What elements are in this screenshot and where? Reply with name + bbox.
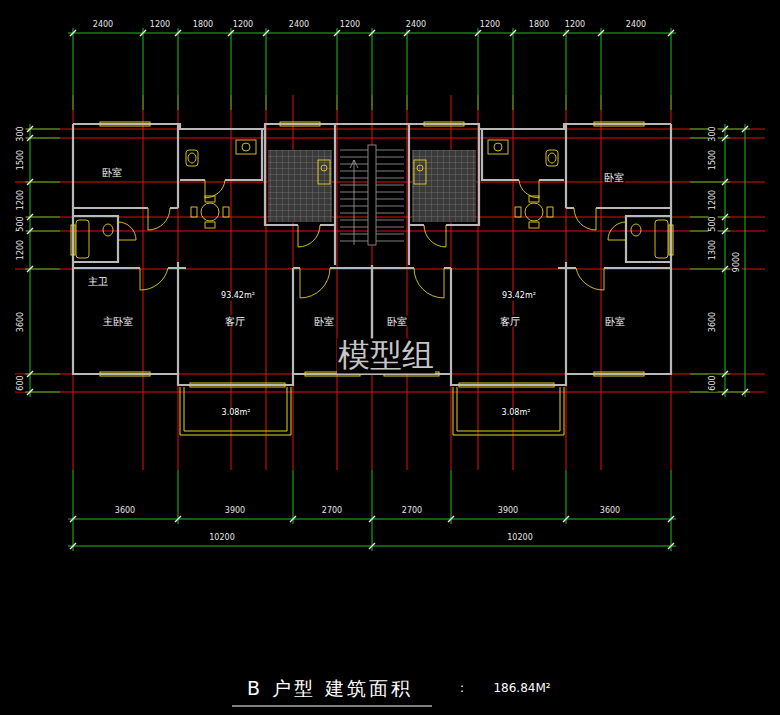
room-name: 客厅 [499, 316, 521, 327]
dimension: 500 [709, 215, 718, 232]
room-name: 卧室 [604, 316, 626, 327]
dimension: 1800 [192, 21, 214, 30]
dimension: 500 [17, 215, 26, 232]
dimension: 3600 [17, 311, 26, 333]
room-name: 客厅 [224, 316, 246, 327]
dimension: 600 [17, 374, 26, 391]
dimension: 600 [709, 374, 718, 391]
dimension: 1200 [232, 21, 254, 30]
dimension: 2400 [92, 21, 114, 30]
watermark: 模型组 [337, 338, 435, 373]
room-area: 3.08m² [501, 409, 532, 418]
dimension: 2400 [405, 21, 427, 30]
dimension: 1300 [709, 239, 718, 261]
dimension: 3600 [709, 311, 718, 333]
room-name: 主卧室 [102, 316, 134, 327]
dimension: 1500 [709, 149, 718, 171]
dimension: 2400 [288, 21, 310, 30]
dimension: 2400 [625, 21, 647, 30]
room-name: 卧室 [313, 316, 335, 327]
dimension: 1500 [17, 149, 26, 171]
room-area: 93.42m² [220, 292, 256, 301]
room-area: 3.08m² [221, 409, 252, 418]
dimension: 1200 [339, 21, 361, 30]
dimension: 1800 [528, 21, 550, 30]
area-colon: : [459, 682, 465, 695]
dimension: 2700 [401, 507, 423, 516]
dimension: 3600 [599, 507, 621, 516]
dimension: 1200 [709, 189, 718, 211]
dimension: 1200 [564, 21, 586, 30]
dimension: 3900 [224, 507, 246, 516]
dimension: 1200 [17, 239, 26, 261]
dimension: 1200 [149, 21, 171, 30]
plan-caption: B 户型 建筑面积 [246, 678, 414, 699]
room-name: 主卫 [87, 276, 109, 287]
dimension: 300 [17, 125, 26, 142]
room-name: 卧室 [386, 316, 408, 327]
dimension: 3900 [497, 507, 519, 516]
dimension: 9000 [733, 251, 742, 273]
dimension: 3600 [114, 507, 136, 516]
dimension: 1200 [17, 189, 26, 211]
dimension: 300 [709, 125, 718, 142]
dimension: 2700 [321, 507, 343, 516]
room-name: 卧室 [101, 167, 123, 178]
area-value: 186.84M² [492, 682, 551, 695]
dimension: 1200 [479, 21, 501, 30]
dimension: 10200 [208, 534, 235, 543]
room-name: 卧室 [603, 172, 625, 183]
dimension: 10200 [506, 534, 533, 543]
room-area: 93.42m² [501, 292, 537, 301]
